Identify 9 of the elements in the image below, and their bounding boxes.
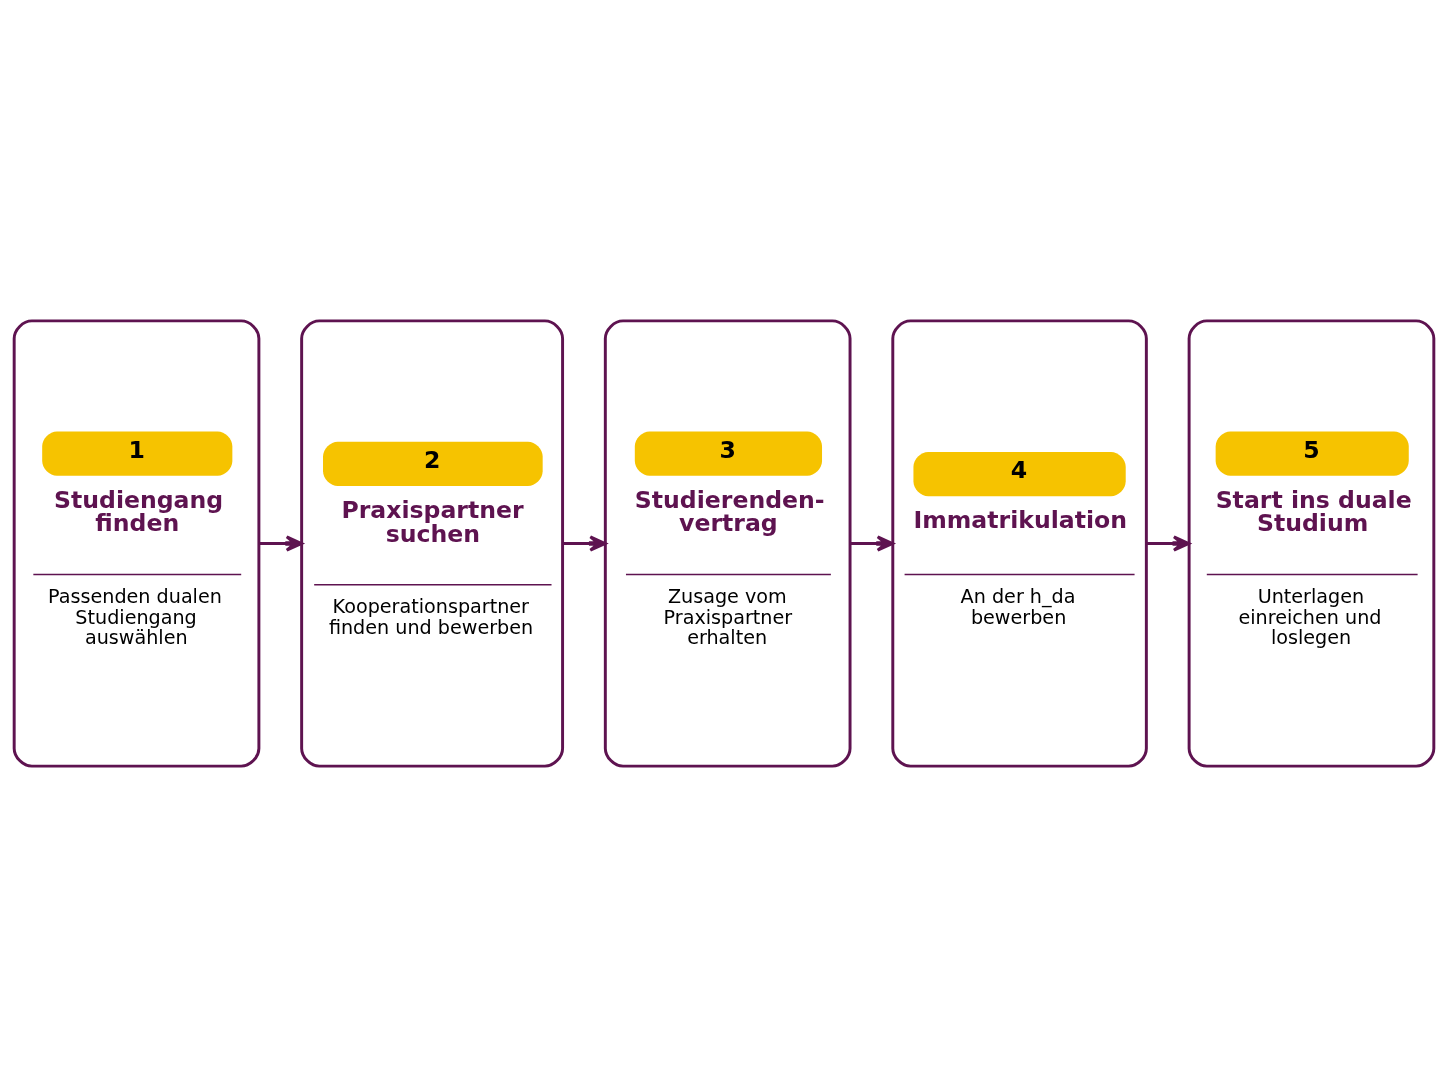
node-box: 5 Start ins duale Studium Unterlagen einreichen und loslegen xyxy=(1187,318,1436,768)
arrow xyxy=(850,534,894,552)
arrow xyxy=(562,534,607,552)
arrow xyxy=(1146,534,1191,552)
node-box: 3 Studierenden- vertrag Zusage vom Praxispartner erhalten xyxy=(603,318,852,768)
node-box: 4 Immatrikulation An der h_da bewerben xyxy=(891,318,1148,768)
node-box: 1 Studiengang finden Passenden dualen Studiengang auswählen xyxy=(12,318,261,768)
node-box: 2 Praxispartner suchen Kooperationspartner finden und bewerben xyxy=(300,318,565,768)
arrow xyxy=(259,534,303,552)
